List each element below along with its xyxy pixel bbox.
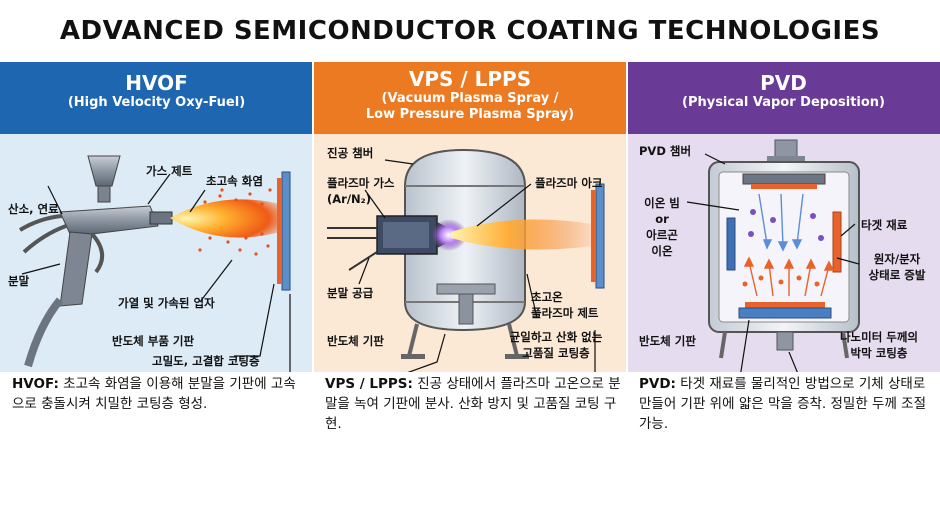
gun-cup <box>87 155 121 187</box>
pvd-label-vapor-1: 원자/분자 <box>873 252 921 266</box>
ion-beam-arrows <box>758 193 804 252</box>
vps-label-hot-jet-1: 초고온 <box>531 290 563 304</box>
pvd-target-left <box>726 217 736 271</box>
pvd-label-ion-4: 이온 <box>651 244 673 258</box>
pvd-label-film-2: 박막 코팅층 <box>850 346 908 360</box>
vps-label-coating-1: 균일하고 산화 없는 <box>509 330 603 344</box>
hvof-coating-layer <box>277 178 282 284</box>
hvof-description: HVOF: 초고속 화염을 이용해 분말을 기판에 고속으로 충돌시켜 치밀한 … <box>12 374 307 414</box>
vps-label-chamber: 진공 챔버 <box>327 146 374 160</box>
pvd-desc-key: PVD: <box>639 376 676 392</box>
pvd-chamber-illustration <box>686 139 860 372</box>
vps-label-substrate: 반도체 기판 <box>327 334 384 348</box>
pvd-diagram: PVD 챔버 이온 빔 or 아르곤 이온 타겟 재료 원자/분자 상태로 증발… <box>627 134 940 372</box>
pvd-label-ion-3: 아르곤 <box>646 228 678 242</box>
pvd-film-layer <box>745 302 825 308</box>
pvd-label-vapor-2: 상태로 증발 <box>868 268 926 282</box>
pvd-label-film-1: 나노미터 두께의 <box>839 330 919 344</box>
pvd-atoms <box>742 209 824 287</box>
pvd-target-right <box>832 211 842 273</box>
hvof-label-particles: 가열 및 가속된 입자 <box>118 296 215 310</box>
pvd-label-target: 타겟 재료 <box>861 218 908 232</box>
hvof-column: HVOF (High Velocity Oxy-Fuel) <box>0 62 313 512</box>
vps-label-powder-feed: 분말 공급 <box>327 286 374 300</box>
pvd-label-ion-2: or <box>655 212 669 226</box>
pvd-heading: PVD <box>760 71 807 95</box>
hvof-subheading: (High Velocity Oxy-Fuel) <box>67 95 246 110</box>
vps-heading: VPS / LPPS <box>408 67 532 91</box>
hvof-substrate <box>281 171 291 291</box>
pvd-substrate <box>738 307 832 319</box>
column-divider-1 <box>312 62 314 512</box>
hvof-desc-key: HVOF: <box>12 376 59 392</box>
pvd-subheading: (Physical Vapor Deposition) <box>682 95 885 110</box>
pvd-label-ion-1: 이온 빔 <box>644 196 680 210</box>
pvd-header: PVD (Physical Vapor Deposition) <box>627 62 940 134</box>
vps-label-hot-jet-2: 플라즈마 제트 <box>531 306 599 320</box>
vps-label-plasma-gas-1: 플라즈마 가스 <box>327 176 395 190</box>
vps-desc-key: VPS / LPPS: <box>325 376 413 392</box>
plasma-jet <box>451 219 593 250</box>
hvof-label-oxygen-fuel: 산소, 연료 <box>8 202 59 216</box>
hvof-header: HVOF (High Velocity Oxy-Fuel) <box>0 62 313 134</box>
hvof-label-substrate: 반도체 부품 기판 <box>112 334 195 348</box>
hvof-particles <box>198 188 272 256</box>
vps-label-coating-2: 고품질 코팅층 <box>522 346 590 360</box>
hvof-heading: HVOF <box>125 71 188 95</box>
hvof-label-flame: 초고속 화염 <box>206 174 263 188</box>
vps-column: VPS / LPPS (Vacuum Plasma Spray / Low Pr… <box>313 62 627 512</box>
vps-chamber-illustration <box>327 148 605 372</box>
hvof-flame <box>170 199 290 238</box>
vps-label-plasma-arc: 플라즈마 아크 <box>535 176 603 190</box>
pvd-description: PVD: 타겟 재료를 물리적인 방법으로 기체 상태로 만들어 기판 위에 얇… <box>639 374 934 434</box>
vps-diagram: 진공 챔버 플라즈마 가스 (Ar/N₂) 플라즈마 아크 분말 공급 초고온 … <box>313 134 627 372</box>
pvd-desc-text: 타겟 재료를 물리적인 방법으로 기체 상태로 만들어 기판 위에 얇은 막을 … <box>639 376 927 432</box>
vps-desc-text: 진공 상태에서 플라즈마 고온으로 분말을 녹여 기판에 분사. 산화 방지 및… <box>325 376 621 432</box>
hvof-label-coating: 고밀도, 고결합 코팅층 <box>152 354 260 368</box>
gun-handle <box>59 231 93 307</box>
vps-coating-layer <box>591 190 596 282</box>
vps-label-plasma-gas-2: (Ar/N₂) <box>327 192 371 206</box>
vps-header: VPS / LPPS (Vacuum Plasma Spray / Low Pr… <box>313 62 627 134</box>
plasma-arc <box>431 219 467 251</box>
vps-subheading-2: Low Pressure Plasma Spray) <box>365 107 575 122</box>
pvd-label-substrate: 반도체 기판 <box>639 334 696 348</box>
vapor-arrows <box>743 256 835 297</box>
hvof-desc-text: 초고속 화염을 이용해 분말을 기판에 고속으로 충돌시켜 치밀한 코팅층 형성… <box>12 376 296 412</box>
vps-description: VPS / LPPS: 진공 상태에서 플라즈마 고온으로 분말을 녹여 기판에… <box>325 374 621 434</box>
hvof-spray-gun-illustration <box>18 155 291 372</box>
hvof-label-gas-jet: 가스 제트 <box>146 164 193 178</box>
gun-body <box>59 205 159 235</box>
vps-substrate <box>595 183 605 289</box>
pvd-label-chamber: PVD 챔버 <box>639 144 692 158</box>
column-divider-2 <box>626 62 628 512</box>
page-title: ADVANCED SEMICONDUCTOR COATING TECHNOLOG… <box>59 16 881 46</box>
pvd-column: PVD (Physical Vapor Deposition) <box>627 62 940 512</box>
hvof-diagram: 가스 제트 초고속 화염 산소, 연료 분말 가열 및 가속된 입자 반도체 부… <box>0 134 313 372</box>
hvof-label-powder: 분말 <box>8 274 30 288</box>
vps-subheading-1: (Vacuum Plasma Spray / <box>381 91 559 106</box>
